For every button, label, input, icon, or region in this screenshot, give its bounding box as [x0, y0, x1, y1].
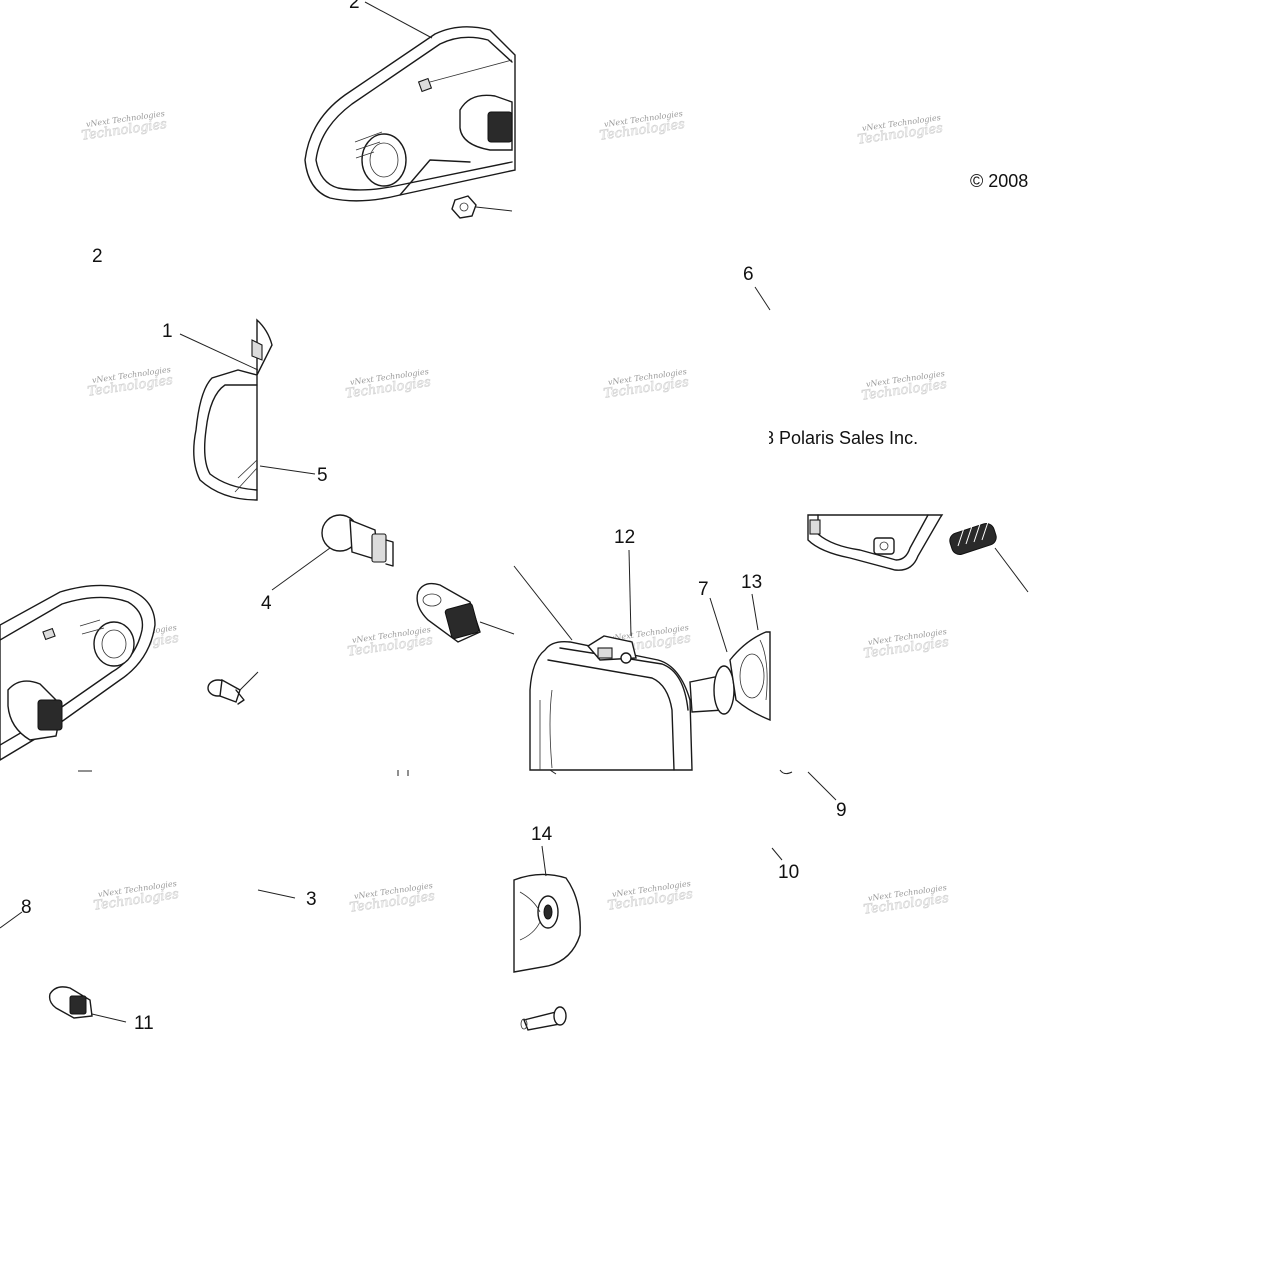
watermark-r1c4: Technologies vNext Technologies [856, 113, 944, 148]
callout-5: 5 [317, 465, 328, 486]
callout-3: 3 [306, 889, 317, 910]
watermark-r4c3: Technologies vNext Technologies [606, 879, 694, 914]
callout-2-left: 2 [92, 246, 103, 267]
watermark-r4c4: Technologies vNext Technologies [862, 883, 950, 918]
copyright-fragment-1: © 2008 [970, 171, 1028, 191]
copyright-notice: © 2008 8 Polaris Sales Inc. [764, 171, 1028, 448]
tail-light-lens [179, 318, 316, 501]
callout-10: 10 [778, 862, 799, 883]
watermark-r3c2: Technologies vNext Technologies [346, 625, 434, 660]
bulb-large [271, 514, 394, 591]
callout-11: 11 [134, 1013, 154, 1034]
callout-labels: 2 2 1 5 4 6 12 7 13 9 10 14 3 8 11 [21, 0, 847, 1034]
watermark-r3c4: Technologies vNext Technologies [862, 627, 950, 662]
watermark-r2c1: Technologies vNext Technologies [86, 365, 174, 400]
bulb-small [207, 671, 259, 705]
callout-4: 4 [261, 593, 272, 614]
callout-14: 14 [531, 824, 553, 845]
leader-lines [0, 1, 837, 929]
callout-1: 1 [162, 321, 173, 342]
callout-6: 6 [743, 264, 754, 285]
copyright-fragment-2: 8 Polaris Sales Inc. [764, 428, 918, 448]
callout-12: 12 [614, 527, 635, 548]
bulb-socket-small [48, 986, 127, 1023]
watermark-r4c1: Technologies vNext Technologies [92, 879, 180, 914]
watermark-r2c3: Technologies vNext Technologies [602, 367, 690, 402]
watermark-r1c3: Technologies vNext Technologies [598, 109, 686, 144]
callout-2-top: 2 [349, 0, 360, 13]
bulb-socket [416, 582, 515, 643]
watermark-r2c2: Technologies vNext Technologies [344, 367, 432, 402]
callout-13: 13 [741, 572, 762, 593]
spring [949, 521, 997, 555]
watermark-r1c1: Technologies vNext Technologies [80, 109, 168, 144]
callout-8: 8 [21, 897, 32, 918]
watermark-r4c2: Technologies vNext Technologies [348, 881, 436, 916]
watermark-r2c4: Technologies vNext Technologies [860, 369, 948, 404]
watermarks: Technologies vNext Technologies Technolo… [80, 109, 950, 918]
tail-light-housing-top [304, 26, 516, 219]
headlight-housing-partial [754, 286, 1029, 593]
callout-9: 9 [836, 800, 847, 821]
tail-light-housing-left [0, 584, 156, 761]
screw-pin [520, 1006, 567, 1031]
headlight-reflector [513, 845, 581, 973]
headlight-assembly [513, 549, 771, 771]
callout-7: 7 [698, 579, 709, 600]
